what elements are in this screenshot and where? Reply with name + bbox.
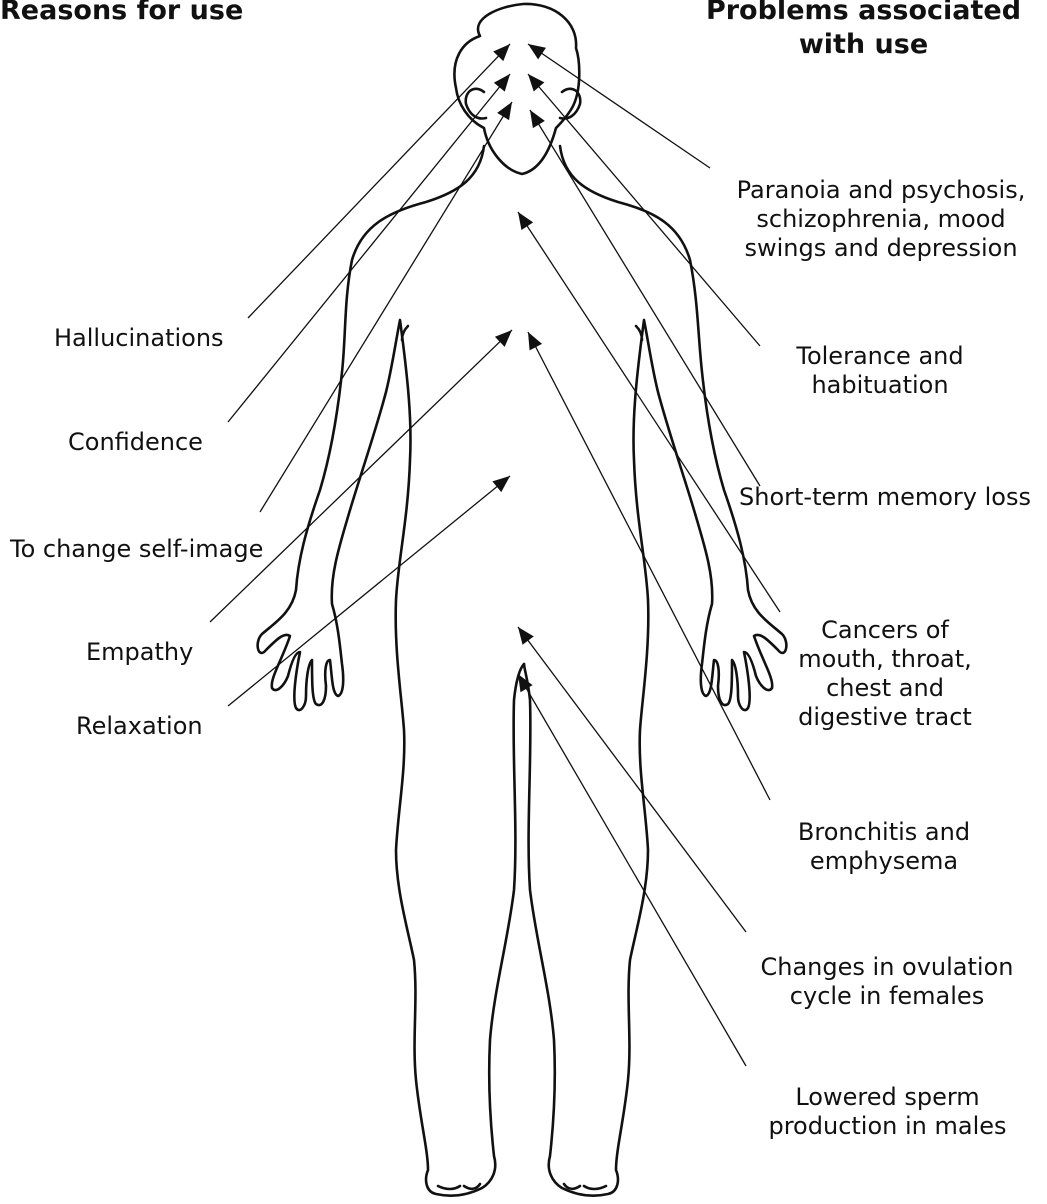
pointer-self-image: [260, 102, 512, 512]
arrowhead-icon: [497, 102, 512, 120]
leader-line-self-image: [260, 102, 512, 512]
arrowhead-icon: [530, 110, 545, 128]
problem-label-bronchitis: Bronchitis and emphysema: [770, 818, 998, 876]
reasons-heading: Reasons for use: [0, 0, 243, 28]
arrowhead-icon: [518, 627, 534, 645]
arrowhead-icon: [528, 332, 542, 350]
problem-label-paranoia: Paranoia and psychosis, schizophrenia, m…: [722, 176, 1040, 263]
problem-label-sperm: Lowered sperm production in males: [740, 1083, 1035, 1141]
leader-line-hallucinations: [248, 44, 510, 318]
pointer-confidence: [228, 74, 510, 422]
arrowhead-icon: [528, 74, 544, 91]
arrowhead-icon: [494, 74, 510, 92]
leader-line-confidence: [228, 74, 510, 422]
arrowhead-icon: [528, 44, 546, 59]
reason-label-hallucinations: Hallucinations: [54, 324, 224, 353]
pointer-sperm: [518, 674, 746, 1066]
problem-label-memory: Short-term memory loss: [735, 483, 1035, 512]
leader-line-memory: [530, 110, 760, 486]
pointer-hallucinations: [248, 44, 510, 318]
arrowhead-icon: [518, 212, 533, 230]
pointer-ovulation: [518, 627, 746, 932]
arrowhead-icon: [518, 674, 533, 692]
problem-label-ovulation: Changes in ovulation cycle in females: [742, 953, 1032, 1011]
pointer-empathy: [210, 330, 512, 622]
reason-label-relaxation: Relaxation: [76, 712, 203, 741]
leader-line-empathy: [210, 330, 512, 622]
reason-label-self-image: To change self-image: [10, 535, 263, 564]
pointer-memory: [530, 110, 760, 486]
problem-label-tolerance: Tolerance and habituation: [765, 342, 995, 400]
problems-heading: Problems associated with use: [680, 0, 1047, 62]
leader-line-relaxation: [228, 476, 510, 706]
arrowhead-icon: [492, 476, 510, 492]
reason-label-confidence: Confidence: [68, 428, 203, 457]
leader-line-sperm: [518, 674, 746, 1066]
reason-label-empathy: Empathy: [86, 638, 193, 667]
leader-line-cancers: [518, 212, 780, 612]
leader-line-ovulation: [518, 627, 746, 932]
pointer-relaxation: [228, 476, 510, 706]
pointer-bronchitis: [528, 332, 770, 800]
problem-label-cancers: Cancers of mouth, throat, chest and dige…: [780, 616, 990, 732]
pointer-cancers: [518, 212, 780, 612]
leader-line-bronchitis: [528, 332, 770, 800]
